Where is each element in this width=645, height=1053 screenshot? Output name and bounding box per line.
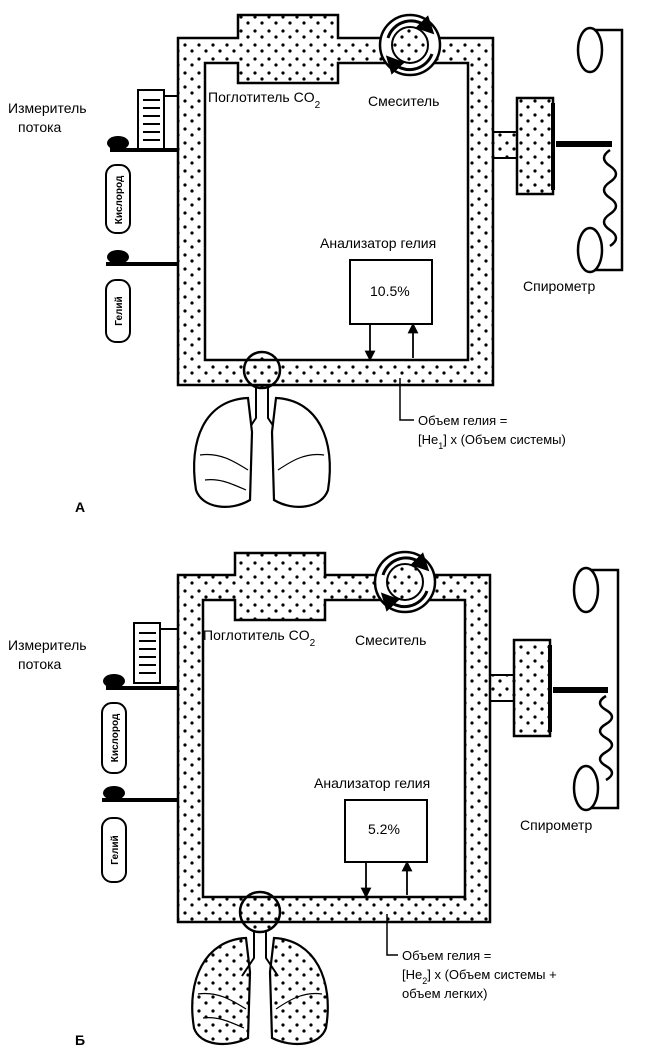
mixer-label: Смеситель [368, 93, 439, 109]
lungs-a [192, 350, 331, 508]
reading-value: 5.2% [368, 821, 400, 837]
co2-absorber-label: Поглотитель CO2 [203, 627, 316, 649]
co2-absorber-label: Поглотитель CO2 [208, 89, 321, 111]
helium-analyzer-a [349, 259, 433, 325]
panel-letter: А [75, 499, 85, 515]
formula-line-3: объем легких) [402, 986, 487, 1001]
spirometer-a [576, 26, 624, 274]
mixer-label: Смеситель [355, 632, 426, 648]
flowmeter-label: Измеритель [8, 637, 87, 653]
flowmeter-a [110, 89, 178, 152]
formula-line-2: [He1] x (Объем системы) [418, 432, 566, 451]
spirometer-b [572, 566, 620, 812]
formula-line-2: [He2] x (Объем системы + [402, 967, 557, 986]
helium-cylinder-b [101, 786, 127, 883]
panel-a: Измеритель потока Кислород Гелий Поглоти… [8, 13, 624, 515]
analyzer-label: Анализатор гелия [320, 235, 436, 251]
lungs-b [191, 890, 329, 1045]
spirometer-label: Спирометр [523, 278, 595, 294]
spirometer-label: Спирометр [520, 817, 592, 833]
analyzer-label: Анализатор гелия [314, 775, 430, 791]
helium-cylinder-a [105, 250, 131, 343]
panel-letter: Б [75, 1032, 85, 1048]
helium-analyzer-b [344, 799, 428, 863]
panel-b: Измеритель потока Кислород Гелий Поглоти… [8, 550, 620, 1048]
formula-line-1: Объем гелия = [418, 413, 507, 428]
oxygen-label: Кислород [110, 713, 121, 762]
flowmeter-label: Измеритель [8, 100, 87, 116]
oxygen-cylinder-b [101, 674, 127, 774]
circuit-tube [176, 551, 492, 924]
oxygen-cylinder-a [105, 136, 131, 234]
reading-value: 10.5% [370, 283, 410, 299]
formula-line-1: Объем гелия = [402, 948, 491, 963]
flowmeter-label-2: потока [18, 656, 62, 672]
helium-label: Гелий [110, 835, 121, 864]
oxygen-label: Кислород [114, 175, 125, 224]
circuit-tube [176, 13, 495, 387]
flowmeter-b [106, 622, 178, 690]
flowmeter-label-2: потока [18, 119, 62, 135]
helium-label: Гелий [114, 296, 125, 325]
